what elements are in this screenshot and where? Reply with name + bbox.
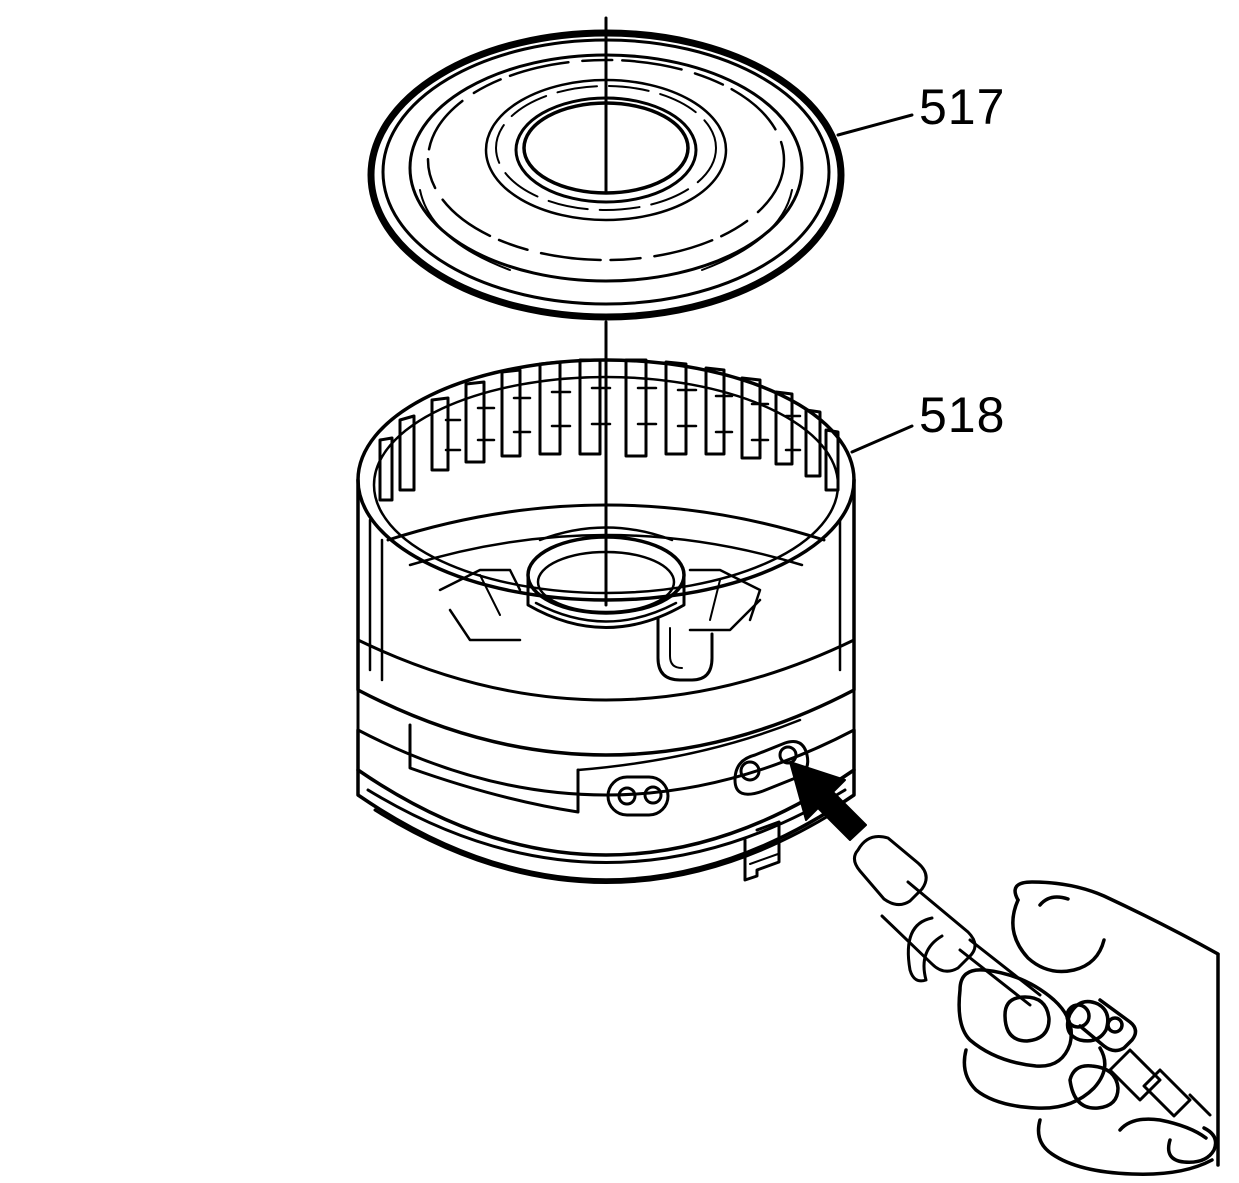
callout-517: 517 [919, 79, 1006, 135]
air-nozzle-icon [854, 837, 1210, 1117]
fluid-port-right [735, 742, 808, 795]
leader-lines [838, 115, 912, 452]
callout-518: 518 [919, 387, 1006, 443]
fluid-port-left [608, 777, 668, 815]
hand-icon [959, 882, 1218, 1174]
direction-arrow-icon [790, 762, 866, 840]
housing-518 [358, 360, 854, 883]
spline-teeth [380, 360, 838, 500]
